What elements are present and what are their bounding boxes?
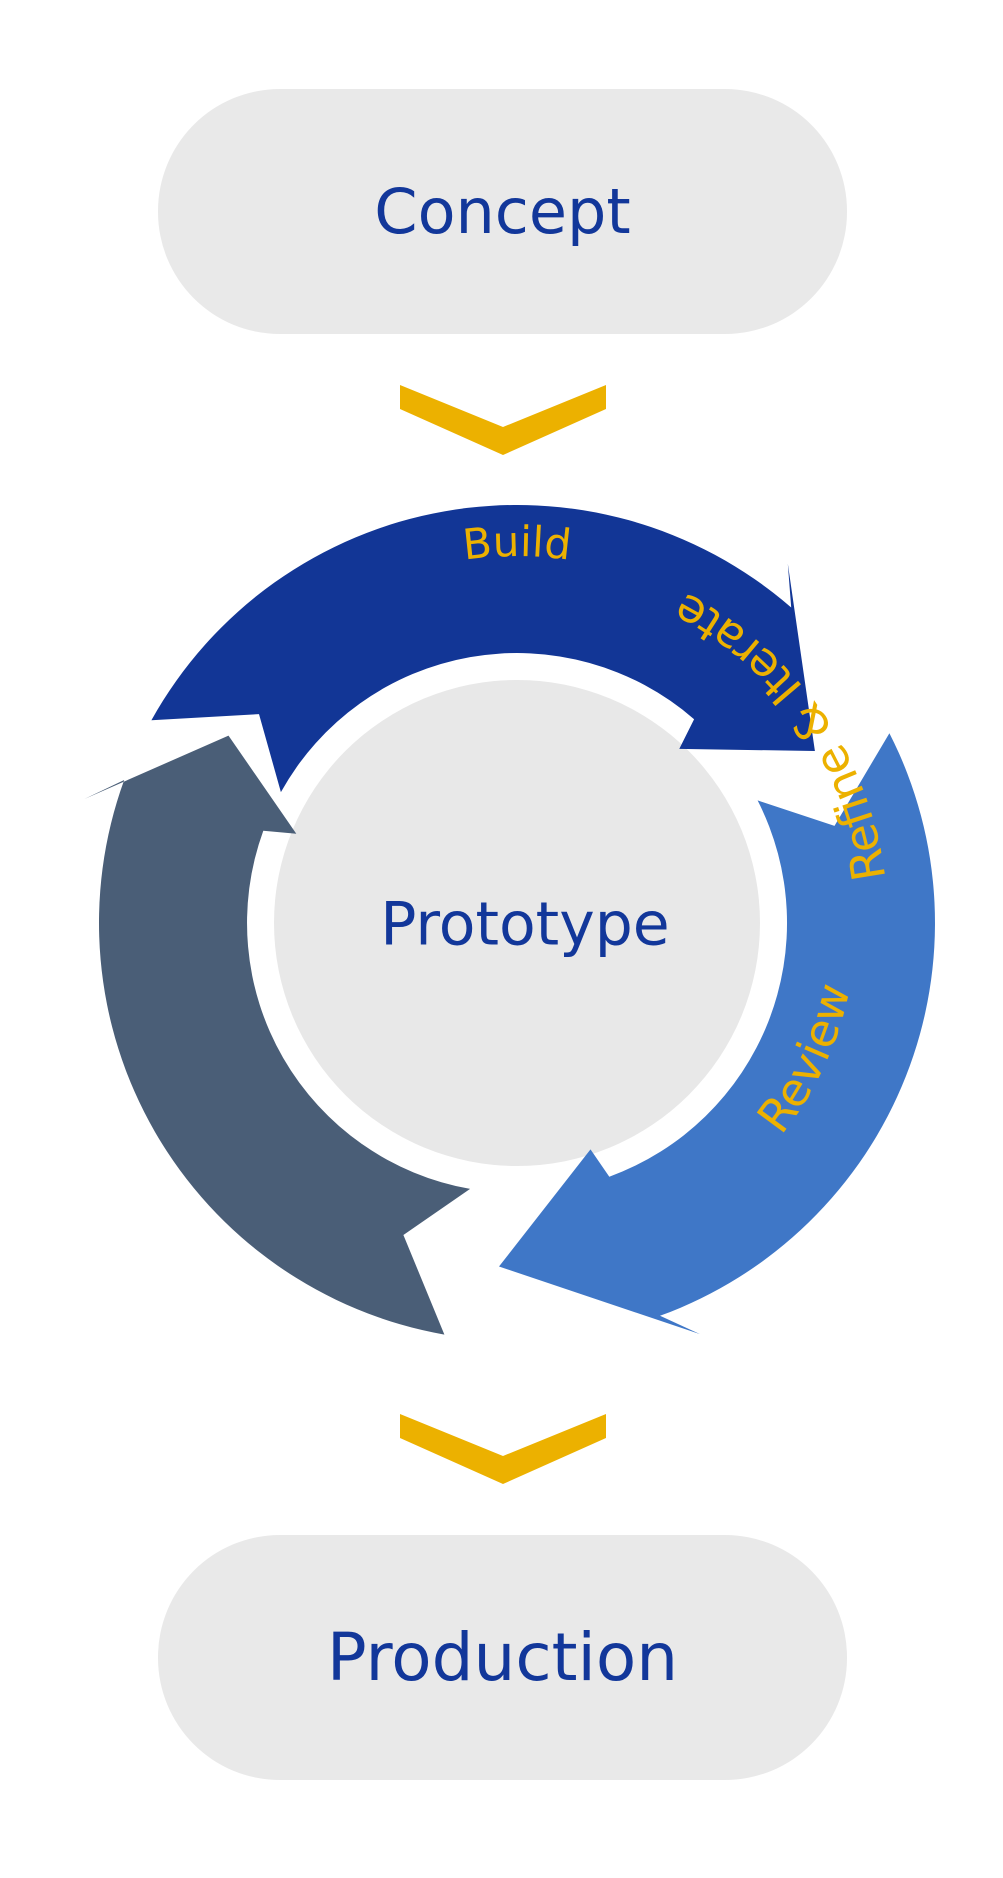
chevron-down-icon [400,1414,606,1484]
cycle-label-text: Build [460,517,573,570]
cycle-arrow-build [151,504,815,793]
prototype-label: Prototype [380,890,669,960]
chevron-down-icon [400,385,606,455]
prototype-center-circle [274,680,760,1166]
cycle-arrow-review [499,733,935,1335]
production-stage: Production [158,1535,847,1780]
production-label: Production [326,1619,679,1696]
cycle-arrow-refine-iterate [84,735,471,1335]
concept-label: Concept [374,175,631,248]
cycle-label-0: Build [460,517,573,570]
concept-stage: Concept [158,89,847,334]
